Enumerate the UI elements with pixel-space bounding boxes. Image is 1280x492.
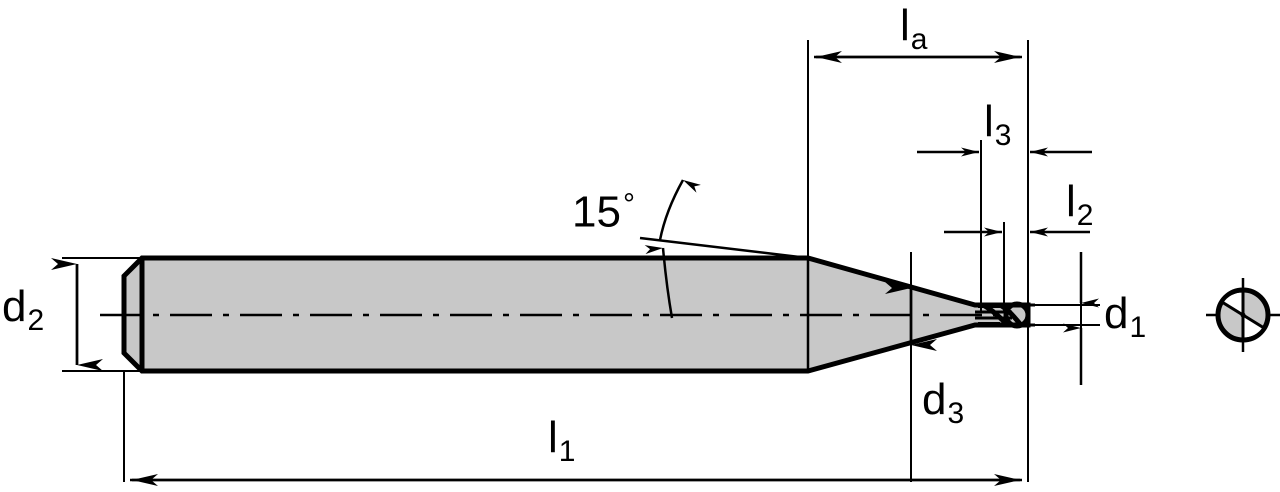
dimension-label-d1: d1 xyxy=(1104,292,1146,343)
dimension-l1-sub: 1 xyxy=(558,435,576,468)
angle-callout-15deg xyxy=(639,179,809,319)
dimension-l3-sub: 3 xyxy=(994,119,1012,152)
dimension-d2-sub: 2 xyxy=(27,304,45,337)
dimension-d2-base: d xyxy=(2,282,27,331)
dimension-la-base: l xyxy=(900,1,910,50)
angle-value: 15 xyxy=(572,187,621,237)
dimension-label-d3: d3 xyxy=(922,378,964,429)
dimension-d3-base: d xyxy=(922,375,947,424)
angle-arc-upper xyxy=(658,179,701,241)
dimension-label-la: la xyxy=(900,4,927,55)
end-view-group xyxy=(1206,278,1280,352)
dimension-label-l1: l1 xyxy=(548,416,575,467)
dimension-d3-sub: 3 xyxy=(947,397,965,430)
flute-helix-2 xyxy=(998,302,1023,327)
dimension-label-d2: d2 xyxy=(2,285,44,336)
angle-label-15-degrees: 15° xyxy=(572,190,635,235)
dimension-label-l2: l2 xyxy=(1066,180,1093,231)
dimension-d1-sub: 1 xyxy=(1129,311,1147,344)
angle-leader-line xyxy=(639,236,809,260)
dimension-d1-base: d xyxy=(1104,289,1129,338)
dimension-l2-base: l xyxy=(1066,177,1076,226)
end-view-center-dot xyxy=(1240,312,1246,318)
end-view-cut-edge-1 xyxy=(1220,289,1244,303)
end-view-cut-edge-2 xyxy=(1242,327,1266,341)
angle-arc-lower xyxy=(644,245,674,319)
dimension-label-l3: l3 xyxy=(984,100,1011,151)
dimension-la-sub: a xyxy=(910,23,928,56)
dimension-l3-base: l xyxy=(984,97,994,146)
dimension-l2-sub: 2 xyxy=(1076,199,1094,232)
degree-symbol-icon: ° xyxy=(622,188,635,221)
dimension-l1-base: l xyxy=(548,413,558,462)
